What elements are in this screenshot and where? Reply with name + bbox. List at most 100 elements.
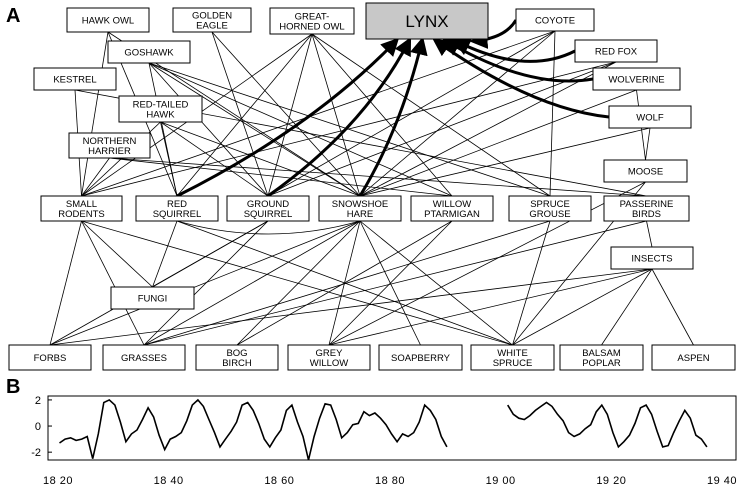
edge-passerine-birds-grasses (143, 220, 647, 346)
node-box-kestrel (33, 67, 117, 91)
node-label-grasses: GRASSES (121, 353, 167, 364)
node-label-grey-willow: WILLOW (310, 358, 349, 369)
edge-insects-aspen (651, 268, 694, 346)
node-moose: MOOSE (603, 159, 688, 183)
y-tick-label: 2 (35, 395, 41, 407)
node-label-white-spruce: SPRUCE (493, 358, 533, 369)
edge-golden-eagle-snowshoe-hare (211, 31, 361, 197)
node-label-goshawk: GOSHAWK (124, 48, 174, 59)
edge-red-squirrel-fungi (152, 220, 178, 288)
edge-snowshoe-hare-grasses (143, 220, 361, 346)
node-label-red-squirrel: SQUIRREL (153, 209, 202, 220)
node-label-passerine-birds: BIRDS (632, 209, 661, 220)
edge-great-horned-owl-ground-squirrel (267, 33, 313, 197)
thin-edge-layer (49, 30, 694, 346)
node-box-northern-harrier (68, 132, 151, 159)
edge-great-horned-owl-red-squirrel (176, 33, 313, 197)
node-box-spruce-grouse (508, 195, 592, 222)
node-label-hawk-owl: HAWK OWL (82, 16, 134, 27)
node-box-red-fox (574, 39, 658, 63)
node-box-wolf (608, 105, 692, 129)
edge-curve-red-squirrel-snowshoe-hare (176, 220, 361, 235)
node-label-wolverine: WOLVERINE (608, 75, 664, 86)
predation-arrow-wolverine-lynx (442, 38, 594, 83)
node-box-red-tailed-hawk (118, 95, 203, 123)
node-soapberry: SOAPBERRY (378, 344, 463, 371)
node-box-forbs (8, 344, 92, 371)
node-box-bog-birch (195, 344, 279, 371)
edge-red-fox-ground-squirrel (267, 61, 617, 197)
node-label-northern-harrier: HARRIER (88, 146, 131, 157)
predation-arrow-snowshoe-hare-lynx (358, 36, 428, 197)
edge-insects-balsam-poplar (601, 268, 653, 346)
edge-insects-forbs (49, 268, 653, 346)
x-tick-label: 19 40 (707, 475, 737, 487)
edge-small-rodents-fungi (81, 220, 153, 288)
node-label-balsam-poplar: BALSAM (582, 348, 621, 359)
series-lines (59, 398, 708, 461)
node-box-fungi (110, 286, 195, 310)
node-box-balsam-poplar (559, 344, 644, 371)
edge-insects-grey-willow (328, 268, 653, 346)
node-wolf: WOLF (608, 105, 692, 129)
node-box-red-squirrel (135, 195, 219, 222)
predation-arrow-wolf-lynx (432, 38, 610, 119)
edge-coyote-snowshoe-hare (359, 30, 556, 197)
edge-red-tailed-hawk-snowshoe-hare (160, 121, 361, 197)
node-box-golden-eagle (172, 7, 252, 33)
node-label-red-fox: RED FOX (595, 47, 638, 58)
edge-coyote-spruce-grouse (549, 30, 556, 197)
edge-willow-ptarmigan-grey-willow (328, 220, 453, 346)
node-label-fungi: FUNGI (138, 294, 168, 305)
node-label-spruce-grouse: GROUSE (529, 209, 570, 220)
edge-small-rodents-forbs (49, 220, 82, 346)
predation-arrow-red-squirrel-lynx (176, 37, 400, 198)
edge-moose-grey-willow (328, 181, 646, 346)
edge-goshawk-ground-squirrel (148, 62, 269, 197)
node-box-white-spruce (470, 344, 555, 371)
series-segment-1 (59, 398, 448, 461)
y-axis: 2 0 -2 (31, 395, 52, 459)
node-label-small-rodents: RODENTS (58, 209, 104, 220)
x-tick-label: 18 40 (154, 475, 184, 487)
panel-a-label: A (6, 5, 20, 27)
node-fungi: FUNGI (110, 286, 195, 310)
predation-arrow-coyote-lynx (469, 19, 518, 49)
edge-great-horned-owl-snowshoe-hare (311, 33, 361, 197)
node-box-ground-squirrel (226, 195, 310, 222)
edge-willow-ptarmigan-bog-birch (236, 220, 453, 346)
node-label-bog-birch: BIRCH (222, 358, 252, 369)
node-label-soapberry: SOAPBERRY (391, 353, 451, 364)
node-box-hawk-owl (66, 7, 150, 33)
node-label-kestrel: KESTREL (53, 75, 96, 86)
y-tick-label: 0 (35, 421, 41, 433)
node-label-ground-squirrel: GROUND (247, 199, 289, 210)
x-tick-label: 19 00 (486, 475, 516, 487)
node-coyote: COYOTE (515, 8, 595, 32)
node-label-red-tailed-hawk: RED-TAILED (133, 100, 189, 111)
node-box-wolverine (592, 67, 681, 91)
node-box-great-horned-owl (269, 7, 355, 35)
node-box-grasses (102, 344, 186, 371)
node-forbs: FORBS (8, 344, 92, 371)
node-label-ground-squirrel: SQUIRREL (244, 209, 293, 220)
edge-wolverine-snowshoe-hare (359, 89, 637, 197)
edge-snowshoe-hare-bog-birch (236, 220, 361, 346)
node-red-fox: RED FOX (574, 39, 658, 63)
node-wolverine: WOLVERINE (592, 67, 681, 91)
node-label-balsam-poplar: POPLAR (582, 358, 621, 369)
edge-spruce-grouse-white-spruce (512, 220, 551, 346)
y-tick-label: -2 (31, 447, 41, 459)
